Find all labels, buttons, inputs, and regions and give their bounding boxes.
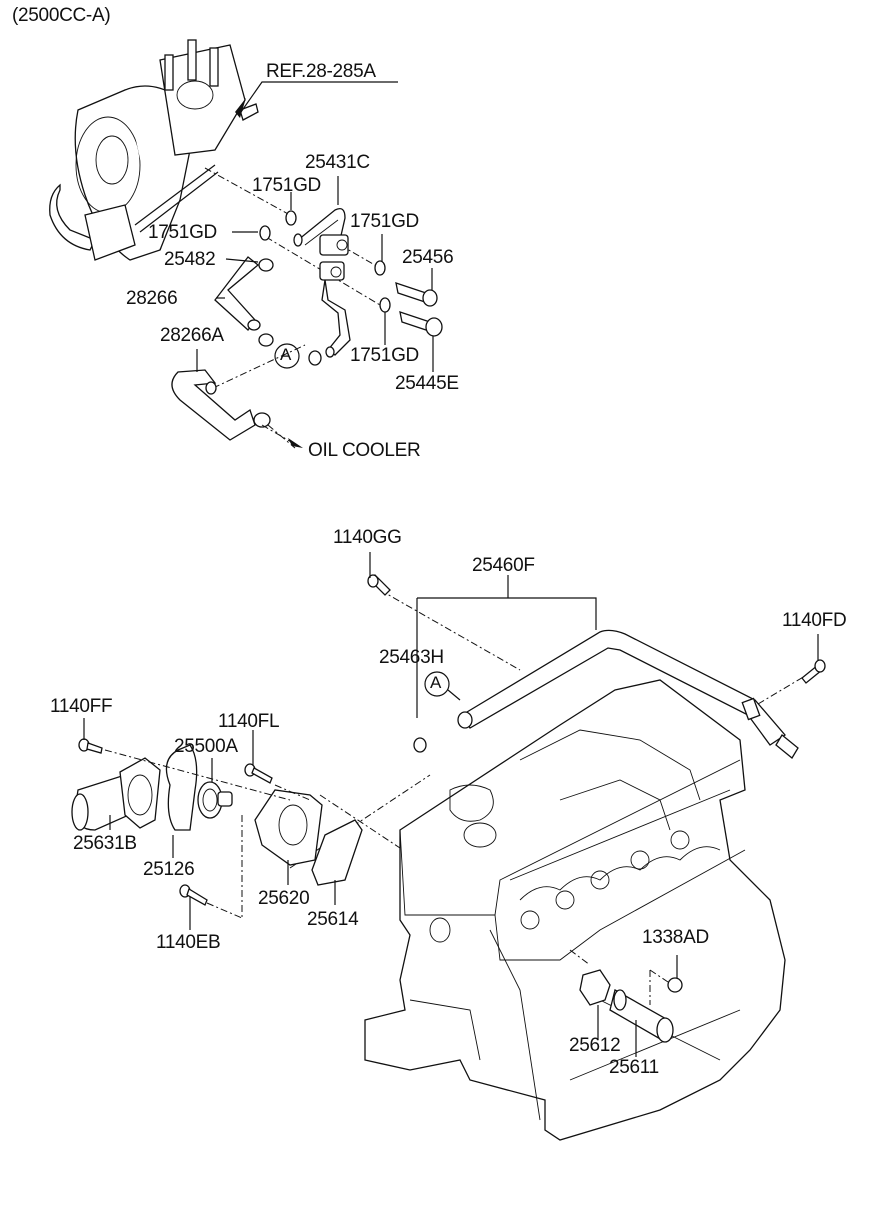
label-1140gg[interactable]: 1140GG [333,527,402,548]
label-25431c[interactable]: 25431C [305,152,370,173]
nut-1338ad-drawing [667,977,683,993]
washer-1751gd-a [285,210,297,226]
gasket-25614 [311,819,363,886]
clamp [308,350,322,366]
gasket-25126 [165,744,198,831]
label-ref-28-285a[interactable]: REF.28-285A [266,61,376,82]
marker-a-lower: A [430,673,442,692]
bolt-1140fl-drawing [244,763,273,784]
label-25460f[interactable]: 25460F [472,555,535,576]
o-ring-25463h [413,737,427,753]
label-1751gd[interactable]: 1751GD [350,345,419,366]
marker-a-circle [274,343,300,369]
washer-1751gd-d [379,297,391,313]
label-25463h[interactable]: 25463H [379,647,444,668]
label-28266[interactable]: 28266 [126,288,178,309]
label-1140ff[interactable]: 1140FF [50,696,113,717]
label-1140fl[interactable]: 1140FL [218,711,280,732]
label-25445e[interactable]: 25445E [395,373,459,394]
label-25614[interactable]: 25614 [307,909,359,930]
bolt-1140ff-drawing [78,738,103,754]
washer-1751gd-b [259,225,271,241]
label-28266a[interactable]: 28266A [160,325,224,346]
bolt-1140fd-drawing [801,659,826,684]
label-25482[interactable]: 25482 [164,249,216,270]
label-25500a[interactable]: 25500A [174,736,238,757]
diagram-title: (2500CC-A) [12,5,111,26]
label-25631b[interactable]: 25631B [73,833,137,854]
label-25612[interactable]: 25612 [569,1035,621,1056]
label-25126[interactable]: 25126 [143,859,195,880]
clamp [258,333,274,347]
thermostat-housing-25631b-drawing [71,757,161,831]
label-25456[interactable]: 25456 [402,247,454,268]
label-25611[interactable]: 25611 [609,1057,659,1078]
bolt-25445e-drawing [399,311,443,337]
bolt-1140eb-drawing [179,884,208,906]
label-25620[interactable]: 25620 [258,888,310,909]
engine-block-drawing [364,679,786,1141]
label-oil-cooler: OIL COOLER [308,440,421,461]
gasket-25612 [579,969,611,1006]
bolt-25456-drawing [395,282,438,307]
outlet-pipe-25611-drawing [609,989,674,1043]
label-1140eb[interactable]: 1140EB [156,932,221,953]
marker-a: A [280,345,292,364]
hose-28266-drawing [214,256,260,331]
clamp-25482 [258,258,274,272]
clamp [253,412,271,428]
housing-25620-drawing [254,789,323,866]
label-1751gd[interactable]: 1751GD [350,211,419,232]
label-1751gd[interactable]: 1751GD [148,222,217,243]
turbocharger-drawing [49,39,259,261]
pipe-25460f-drawing [457,629,799,759]
thermostat-25500a-drawing [197,781,233,819]
label-1338ad[interactable]: 1338AD [642,927,709,948]
label-1751gd[interactable]: 1751GD [252,175,321,196]
bolt-1140gg-drawing [367,574,391,596]
label-1140fd[interactable]: 1140FD [782,610,847,631]
marker-a-circle-lower [424,671,450,697]
pipe-25431c-drawing [293,207,351,358]
hose-28266a-drawing [171,369,256,441]
washer-1751gd-c [374,260,386,276]
